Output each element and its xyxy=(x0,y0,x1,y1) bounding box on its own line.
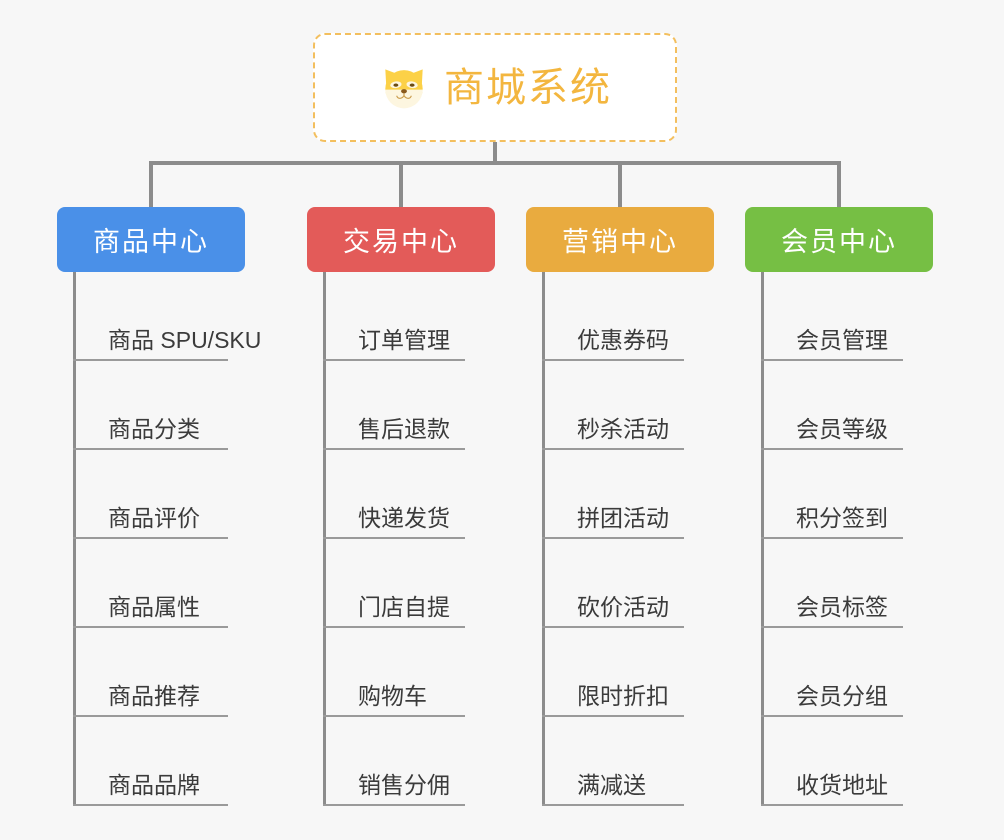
leaf-item[interactable]: 门店自提 xyxy=(323,539,505,628)
leaf-column-member-center: 会员管理会员等级积分签到会员标签会员分组收货地址 xyxy=(761,272,943,806)
connector-drop-product-center xyxy=(149,161,153,207)
shiba-dog-icon xyxy=(385,68,423,108)
leaf-item-underline xyxy=(323,359,465,361)
leaf-item[interactable]: 商品评价 xyxy=(73,450,268,539)
root-title: 商城系统 xyxy=(444,65,612,110)
leaf-item-underline xyxy=(761,804,903,806)
leaf-item-label: 满减送 xyxy=(577,771,646,798)
leaf-item-underline xyxy=(761,626,903,628)
leaf-item[interactable]: 限时折扣 xyxy=(542,628,724,717)
connector-drop-trade-center xyxy=(399,161,403,207)
leaf-item-label: 会员等级 xyxy=(796,415,888,442)
leaf-item-label: 秒杀活动 xyxy=(577,415,669,442)
leaf-column-marketing-center: 优惠券码秒杀活动拼团活动砍价活动限时折扣满减送 xyxy=(542,272,724,806)
leaf-item[interactable]: 拼团活动 xyxy=(542,450,724,539)
leaf-item[interactable]: 销售分佣 xyxy=(323,717,505,806)
category-box-trade-center[interactable]: 交易中心 xyxy=(307,207,495,272)
leaf-item[interactable]: 收货地址 xyxy=(761,717,943,806)
category-box-member-center[interactable]: 会员中心 xyxy=(745,207,933,272)
connector-horizontal-bus xyxy=(149,161,841,165)
leaf-item-underline xyxy=(761,537,903,539)
leaf-item-label: 销售分佣 xyxy=(358,771,450,798)
leaf-item[interactable]: 会员等级 xyxy=(761,361,943,450)
connector-root-stem xyxy=(493,142,497,165)
leaf-item-underline xyxy=(323,804,465,806)
leaf-item[interactable]: 购物车 xyxy=(323,628,505,717)
leaf-item[interactable]: 商品品牌 xyxy=(73,717,268,806)
leaf-item-underline xyxy=(542,626,684,628)
leaf-item-label: 会员标签 xyxy=(796,593,888,620)
leaf-item-underline xyxy=(761,715,903,717)
leaf-item-label: 购物车 xyxy=(358,682,427,709)
connector-drop-member-center xyxy=(837,161,841,207)
leaf-item-label: 售后退款 xyxy=(358,415,450,442)
leaf-item[interactable]: 满减送 xyxy=(542,717,724,806)
category-label: 营销中心 xyxy=(562,227,678,257)
root-node[interactable]: 商城系统 xyxy=(313,33,677,142)
leaf-item-label: 商品评价 xyxy=(108,504,200,531)
leaf-item-underline xyxy=(73,537,228,539)
category-label: 商品中心 xyxy=(93,227,209,257)
leaf-item-label: 优惠券码 xyxy=(577,326,669,353)
leaf-item-label: 商品属性 xyxy=(108,593,200,620)
leaf-item-label: 商品品牌 xyxy=(108,771,200,798)
leaf-item-underline xyxy=(73,359,228,361)
leaf-item[interactable]: 会员标签 xyxy=(761,539,943,628)
leaf-item-underline xyxy=(542,804,684,806)
leaf-item-underline xyxy=(323,448,465,450)
leaf-item[interactable]: 商品推荐 xyxy=(73,628,268,717)
category-box-product-center[interactable]: 商品中心 xyxy=(57,207,245,272)
leaf-item-label: 商品 SPU/SKU xyxy=(108,326,262,353)
leaf-item[interactable]: 会员管理 xyxy=(761,272,943,361)
leaf-item-label: 商品分类 xyxy=(108,415,200,442)
leaf-item[interactable]: 快递发货 xyxy=(323,450,505,539)
leaf-item[interactable]: 订单管理 xyxy=(323,272,505,361)
leaf-item-underline xyxy=(323,626,465,628)
leaf-item-underline xyxy=(323,715,465,717)
leaf-item-label: 砍价活动 xyxy=(577,593,669,620)
leaf-item-underline xyxy=(542,715,684,717)
leaf-item-underline xyxy=(542,537,684,539)
leaf-trunk-line xyxy=(761,272,764,806)
leaf-item-label: 门店自提 xyxy=(358,593,450,620)
leaf-column-trade-center: 订单管理售后退款快递发货门店自提购物车销售分佣 xyxy=(323,272,505,806)
leaf-item-underline xyxy=(542,359,684,361)
leaf-item[interactable]: 商品属性 xyxy=(73,539,268,628)
leaf-column-product-center: 商品 SPU/SKU 商品分类商品评价商品属性商品推荐商品品牌 xyxy=(73,272,268,806)
leaf-item[interactable]: 售后退款 xyxy=(323,361,505,450)
leaf-item-underline xyxy=(73,626,228,628)
leaf-item-label: 拼团活动 xyxy=(577,504,669,531)
leaf-item[interactable]: 积分签到 xyxy=(761,450,943,539)
leaf-item-label: 收货地址 xyxy=(796,771,888,798)
leaf-item[interactable]: 会员分组 xyxy=(761,628,943,717)
leaf-item-underline xyxy=(73,448,228,450)
leaf-item-label: 商品推荐 xyxy=(108,682,200,709)
leaf-item[interactable]: 优惠券码 xyxy=(542,272,724,361)
leaf-item-underline xyxy=(761,448,903,450)
leaf-item-label: 积分签到 xyxy=(796,504,888,531)
leaf-item-underline xyxy=(73,804,228,806)
leaf-item-label: 限时折扣 xyxy=(577,682,669,709)
leaf-item-underline xyxy=(542,448,684,450)
leaf-item-underline xyxy=(761,359,903,361)
category-box-marketing-center[interactable]: 营销中心 xyxy=(526,207,714,272)
leaf-item-underline xyxy=(323,537,465,539)
leaf-item[interactable]: 砍价活动 xyxy=(542,539,724,628)
leaf-trunk-line xyxy=(73,272,76,806)
category-label: 交易中心 xyxy=(343,227,459,257)
leaf-item-label: 会员管理 xyxy=(796,326,888,353)
leaf-item[interactable]: 秒杀活动 xyxy=(542,361,724,450)
leaf-trunk-line xyxy=(323,272,326,806)
category-label: 会员中心 xyxy=(781,227,897,257)
leaf-item-label: 订单管理 xyxy=(358,326,450,353)
leaf-trunk-line xyxy=(542,272,545,806)
leaf-item-label: 会员分组 xyxy=(796,682,888,709)
connector-drop-marketing-center xyxy=(618,161,622,207)
leaf-item-underline xyxy=(73,715,228,717)
leaf-item[interactable]: 商品分类 xyxy=(73,361,268,450)
leaf-item-label: 快递发货 xyxy=(358,504,450,531)
leaf-item[interactable]: 商品 SPU/SKU xyxy=(73,272,268,361)
